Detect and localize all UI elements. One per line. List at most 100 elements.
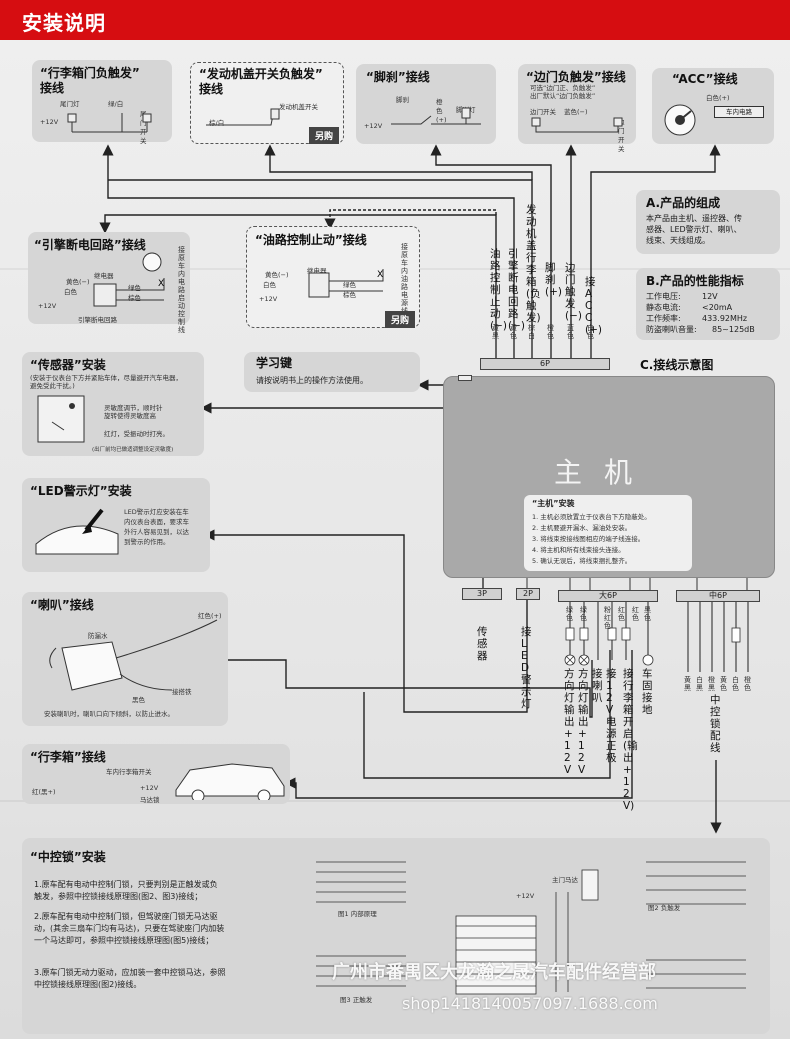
spec-key: 工作频率:: [646, 314, 681, 323]
wire-color: 绿色: [580, 606, 587, 622]
optional-purchase-tag: 另购: [309, 127, 340, 144]
output-label-turn-1: 方向灯输出+12V: [564, 668, 575, 776]
note-line: 3. 将线束按接线图相应的端子线连接。: [532, 535, 645, 543]
panel-title: “行李箱门负触发” 接线: [40, 66, 140, 95]
wiring-diagram-title: C.接线示意图: [640, 358, 714, 372]
trunk-wiring-panel: “行李箱”接线 车内行李箱开关 红(黑+) +12V 马达锁: [22, 744, 290, 804]
label-wire-color: 橙色(+): [436, 98, 447, 124]
label-white: 白色: [263, 281, 276, 289]
horn-install-note: 安装喇叭时，喇叭口向下倾斜，以防止进水。: [44, 710, 174, 718]
panel-title: “引擎断电回路”接线: [34, 238, 146, 252]
output-label-turn-2: 方向灯输出+12V: [578, 668, 589, 776]
fig-label-1: 图1 内部原理: [338, 910, 377, 918]
wire-color: 橙色: [547, 324, 554, 340]
label-12v: +12V: [364, 122, 383, 130]
hood-switch-trigger-panel: “发动机盖开关负触发” 接线 发动机盖开关 棕/白 另购: [190, 62, 344, 144]
sensor-led-note: 红灯，受振动时打亮。: [104, 430, 169, 438]
output-label-ground: 车固接地: [642, 668, 653, 716]
sensor-adjust-2: 旋转使得灵敏度高: [104, 412, 156, 420]
label-yellow: 黄色(−): [66, 278, 90, 286]
output-label-sensor: 传感器: [477, 626, 488, 662]
label-wire-color: 蓝色(−): [564, 108, 588, 116]
wire-color: 白色: [732, 676, 739, 692]
label-tail-lamp: 尾门灯: [60, 100, 80, 108]
central-lock-panel: “中控锁”安装 1.原车配有电动中控制门锁，只要判别是正触发或负 触发，参照中控…: [22, 838, 770, 1034]
door-desc-1: 可选“边门正、负触发”: [530, 84, 596, 92]
wire-label-oil: 油路控制止动(−): [490, 248, 507, 332]
fig-label-3: 图3 正触发: [340, 996, 373, 1004]
led-desc: 外行人容易见到，以达: [124, 528, 189, 536]
wire-color: 橙黑: [708, 676, 715, 692]
dashboard-led-icon: [35, 508, 119, 555]
output-label-horn: 接喇叭: [592, 668, 603, 704]
wire-color: 棕白: [528, 324, 535, 340]
wire-color: 橙色: [744, 676, 751, 692]
oil-control-panel: “油路控制止动”接线 黄色(−) 白色 继电器 +12V 绿色 棕色 接原车内油…: [246, 226, 420, 328]
sensor-adjust-1: 灵敏度调节，顺时针: [104, 404, 163, 412]
output-label-power: 接12V电源正极: [606, 668, 617, 764]
connector-big-6p: 大6P: [558, 590, 658, 602]
horn-wiring-panel: “喇叭”接线 红色(+) 防漏水 黑色 接搭铁 安装喇叭时，喇叭口向下倾斜，以防…: [22, 592, 228, 726]
connector-2p: 2P: [516, 588, 540, 600]
wire-color: 黑色: [644, 606, 651, 622]
panel-title: “LED警示灯”安装: [30, 484, 132, 498]
panel-title: “中控锁”安装: [30, 850, 106, 864]
paper-fold: [0, 800, 790, 802]
label-12v: +12V: [38, 302, 57, 310]
lock-step-2: 动，(其余三扇车门均有马达)，只要在驾驶座门内加装: [34, 924, 225, 933]
output-label-led: 接LED警示灯: [521, 626, 532, 710]
label-12v: +12V: [40, 118, 59, 126]
spec-value: 85~125dB: [712, 325, 755, 334]
learning-key-button: [458, 375, 472, 381]
components-line: 本产品由主机、遥控器、传: [646, 214, 742, 223]
connector-mid-6p: 中6P: [676, 590, 760, 602]
main-unit-name: 主机: [554, 456, 655, 489]
product-specs-panel: B.产品的性能指标 工作电压: 12V 静态电流: <20mA 工作频率: 43…: [636, 268, 780, 340]
label-wire-color: 白色(+): [706, 94, 730, 102]
label-ground: 接搭铁: [172, 688, 192, 696]
wire-color: 黄黑: [684, 676, 691, 692]
panel-title: “油路控制止动”接线: [255, 233, 367, 247]
sensor-install-panel: “传感器”安装 (安装于仪表台下方并紧贴车体，尽量避开汽车电器， 避免受此干扰。…: [22, 352, 204, 456]
wire-color: 绿色: [566, 606, 573, 622]
note-line: 4. 将主机和所有线束接头连接。: [532, 546, 625, 554]
door-circuit-icon: [531, 117, 623, 133]
lock-step-1: 触发，参照中控锁接线原理图(图2、图3)接线；: [34, 892, 203, 901]
label-side-note: 接原车内油路电源线: [401, 243, 408, 315]
sensor-desc-1: (安装于仪表台下方并紧贴车体，尽量避开汽车电器，: [30, 374, 183, 382]
panel-title: “ACC”接线: [672, 72, 738, 86]
horn-speaker-icon: [49, 619, 218, 691]
label-wire-color: 棕/白: [209, 119, 225, 127]
svg-text:X: X: [158, 279, 164, 289]
sensor-desc-2: 避免受此干扰。): [30, 382, 75, 390]
foot-brake-panel: “脚刹”接线 脚刹 橙色(+) 脚刹灯 +12V: [356, 64, 496, 144]
wire-label-acc: 接ACC(+): [585, 276, 602, 336]
panel-title: “传感器”安装: [30, 358, 106, 372]
led-desc: 到警示的作用。: [124, 538, 170, 546]
wire-color: 蓝色: [567, 324, 574, 340]
main-unit: 主机 “主机”安装 1. 主机必须放置立于仪表台下方隐蔽处。 2. 主机要避开漏…: [443, 375, 775, 578]
label-red: 红色(+): [198, 612, 222, 620]
spec-key: 防盗喇叭音量:: [646, 325, 697, 334]
door-desc-2: 出厂默认“边门负触发”: [530, 92, 596, 100]
label-brown: 棕色: [128, 294, 141, 302]
wire-label-brake: 脚刹(+): [545, 262, 562, 298]
spec-key: 工作电压:: [646, 292, 681, 301]
wire-color: 白黑: [696, 676, 703, 692]
engine-cutoff-panel: “引擎断电回路”接线 黄色(−) 白色 继电器 +12V 绿色 棕色 引擎断电回…: [28, 232, 190, 334]
label-trunk-switch: 车内行李箱开关: [106, 768, 152, 776]
optional-purchase-tag: 另购: [385, 311, 416, 328]
page-header: 安装说明: [0, 0, 790, 40]
lock-step-1: 1.原车配有电动中控制门锁，只要判别是正触发或负: [34, 880, 218, 889]
sensor-footnote: (出厂前均已做适调整设定灵敏度): [92, 447, 174, 453]
wire-color: 红色: [618, 606, 625, 622]
connector-6p: 6P: [480, 358, 610, 370]
panel-title: “喇叭”接线: [30, 598, 94, 612]
label-brown: 棕色: [343, 291, 356, 299]
note-title: “主机”安装: [532, 499, 575, 508]
label-12v: +12V: [259, 295, 278, 303]
label-engine-cutoff: 引擎断电回路: [78, 316, 117, 324]
lock-step-2: 2.原车配有电动中控制门锁，但驾驶座门锁无马达驱: [34, 912, 218, 921]
relay-circuit-icon: X: [93, 252, 165, 307]
panel-title: “发动机盖开关负触发” 接线: [199, 67, 323, 96]
